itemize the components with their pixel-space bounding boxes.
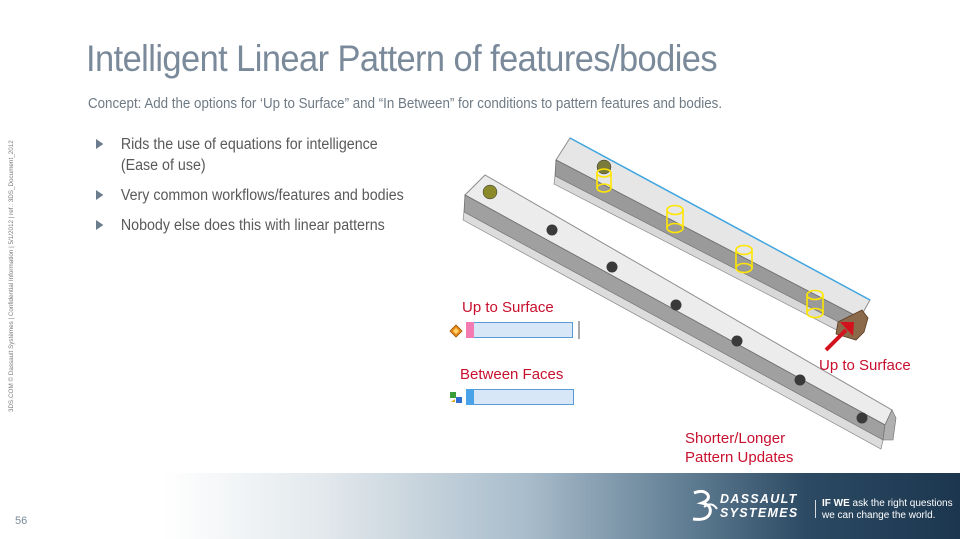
up-to-surface-control[interactable] [444, 319, 582, 341]
bullet-arrow-icon [96, 139, 104, 149]
back-rail [553, 137, 871, 341]
bullet-text: Very common workflows/features and bodie… [120, 187, 404, 204]
between-faces-field[interactable] [466, 389, 574, 405]
up-to-surface-control-label: Up to Surface [462, 299, 554, 316]
brand-line-2: SYSTEMES [720, 506, 799, 520]
shorter-longer-callout: Shorter/Longer Pattern Updates [685, 430, 794, 466]
bullet-text-continuation: (Ease of use) [120, 157, 206, 174]
patterned-feature-highlight [596, 168, 824, 319]
page-number: 56 [15, 515, 28, 527]
bullet-item: Rids the use of equations for intelligen… [96, 134, 404, 176]
footer-band [0, 473, 960, 539]
front-rail [462, 174, 897, 450]
bullet-text: Rids the use of equations for intelligen… [120, 136, 378, 153]
selection-color-swatch [466, 322, 474, 338]
red-arrow-icon [824, 322, 854, 352]
between-faces-icon [450, 392, 462, 403]
up-to-surface-callout: Up to Surface [819, 357, 911, 374]
bullet-list: Rids the use of equations for intelligen… [96, 134, 431, 245]
between-faces-control-label: Between Faces [460, 366, 564, 383]
slide-title: Intelligent Linear Pattern of features/b… [86, 38, 718, 79]
bullet-text: Nobody else does this with linear patter… [120, 217, 385, 234]
up-to-surface-icon [449, 324, 463, 338]
between-faces-control[interactable] [444, 386, 576, 408]
bullet-item: Nobody else does this with linear patter… [96, 215, 404, 236]
dassault-logo-icon [692, 489, 718, 521]
footer-tagline: IF WE ask the right questions we can cha… [822, 498, 953, 521]
brand-line-1: DASSAULT [720, 492, 798, 506]
selection-color-swatch [466, 389, 474, 405]
up-to-surface-field[interactable] [466, 322, 573, 338]
field-divider [578, 321, 580, 339]
concept-text: Concept: Add the options for ‘Up to Surf… [88, 96, 723, 112]
bullet-item: Very common workflows/features and bodie… [96, 185, 404, 206]
selected-edge [569, 137, 871, 301]
bullet-arrow-icon [96, 190, 104, 200]
bullet-arrow-icon [96, 220, 104, 230]
dassault-logo: DASSAULT SYSTEMES [690, 487, 810, 523]
footer-separator [815, 500, 816, 518]
